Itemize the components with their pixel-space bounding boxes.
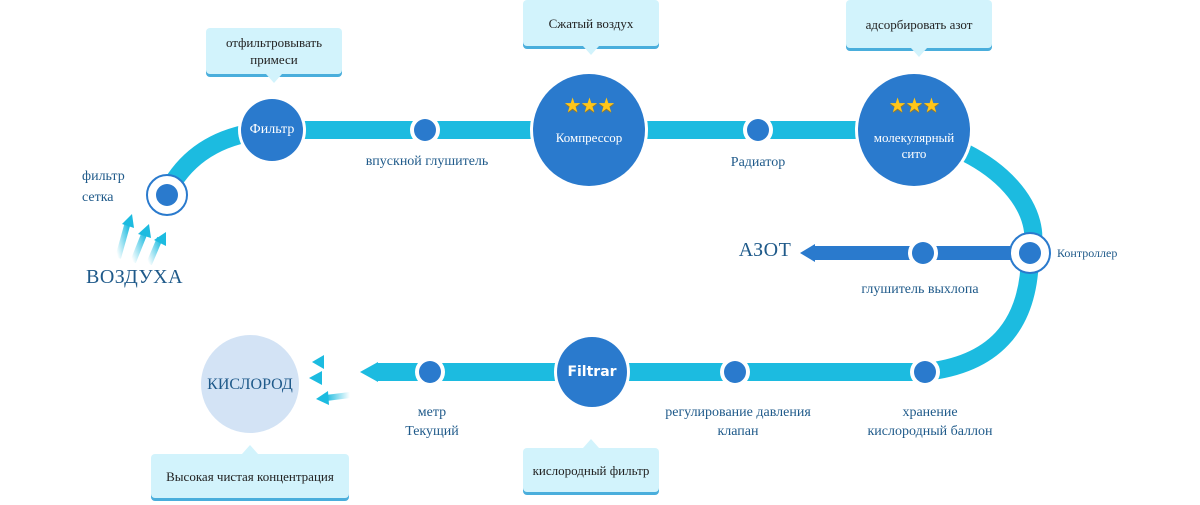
label-nitrogen: АЗОТ xyxy=(738,239,792,261)
callout-sieve: адсорбировать азот xyxy=(846,0,992,57)
node-compressor[interactable] xyxy=(530,71,648,189)
station-ring-filter-mesh[interactable] xyxy=(146,174,188,216)
station-ring-controller[interactable] xyxy=(1009,232,1051,274)
label-intake-silencer: впускной глушитель xyxy=(365,154,489,169)
node-oxygen-filter-label: Filtrar xyxy=(567,364,617,380)
station-dot-flow-meter[interactable] xyxy=(415,357,445,387)
label-radiator: Радиатор xyxy=(730,155,786,170)
label-filter-mesh: фильтр сетка xyxy=(82,169,125,205)
label-oxygen: КИСЛОРОД xyxy=(207,376,293,393)
callout-compressor: Сжатый воздух xyxy=(523,0,659,55)
station-dot-exhaust-silencer[interactable] xyxy=(908,238,938,268)
node-filter[interactable] xyxy=(238,96,306,164)
compressor-stars-icon: ★★★ xyxy=(563,93,616,117)
label-flow-meter: метр Текущий xyxy=(405,405,459,439)
node-filter-label: Фильтр xyxy=(249,122,295,137)
oxygen-bubble[interactable] xyxy=(201,335,299,433)
callout-filter: отфильтровывать примеси xyxy=(206,28,342,83)
station-dot-pressure-valve[interactable] xyxy=(720,357,750,387)
label-pressure-valve: регулирование давления клапан xyxy=(665,405,811,439)
station-dot-intake-silencer[interactable] xyxy=(410,115,440,145)
station-dot-oxygen-tank[interactable] xyxy=(910,357,940,387)
station-dot-radiator[interactable] xyxy=(743,115,773,145)
node-compressor-label: Компрессор xyxy=(555,130,623,145)
label-air: ВОЗДУХА xyxy=(86,266,184,288)
oxygen-track-arrowhead xyxy=(360,362,378,382)
node-oxygen-filter[interactable] xyxy=(554,334,630,410)
callout-oxygen-filter: кислородный фильтр xyxy=(523,439,659,492)
node-sieve-label: молекулярный сито xyxy=(873,130,955,161)
sieve-stars-icon: ★★★ xyxy=(888,93,941,117)
nitrogen-arrowhead xyxy=(800,244,815,262)
node-molecular-sieve[interactable] xyxy=(855,71,973,189)
callout-oxygen: Высокая чистая концентрация xyxy=(151,445,349,498)
air-intake-arrows-icon xyxy=(115,214,166,266)
label-oxygen-tank: хранение кислородный баллон xyxy=(867,405,993,439)
label-controller: Контроллер xyxy=(1057,246,1118,260)
oxygen-outflow-arrows-icon xyxy=(309,355,352,405)
label-exhaust-silencer: глушитель выхлопа xyxy=(861,282,979,297)
